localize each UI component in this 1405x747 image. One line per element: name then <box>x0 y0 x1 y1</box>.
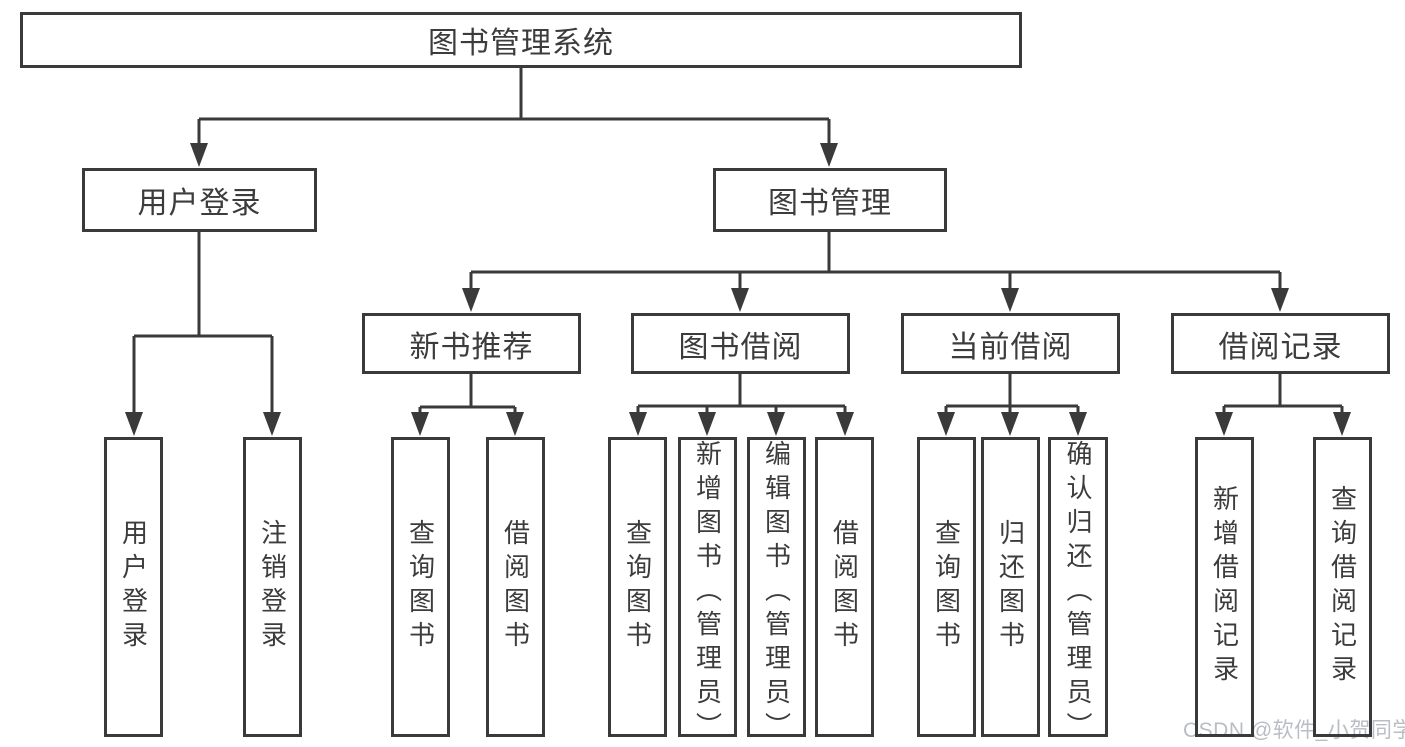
leaf-br-add-record: 新增借阅记录 <box>1195 437 1254 737</box>
node-book-borrow: 图书借阅 <box>631 313 850 374</box>
leaf-bb-borrow-books: 借阅图书 <box>815 437 874 737</box>
leaf-cb-query-books: 查询图书 <box>917 437 976 737</box>
leaf-user-login: 用户登录 <box>104 437 163 737</box>
leaf-nbr-borrow-books: 借阅图书 <box>486 437 545 737</box>
leaf-cb-confirm-return-admin: 确认归还（管理员） <box>1048 437 1108 746</box>
leaf-bb-query-books: 查询图书 <box>608 437 667 737</box>
node-library-management-system: 图书管理系统 <box>20 12 1022 68</box>
leaf-logout-login: 注销登录 <box>243 437 302 737</box>
csdn-watermark: CSDN @软件_小贺同学 <box>1183 719 1405 742</box>
node-user-login: 用户登录 <box>82 168 317 232</box>
node-new-book-recommend: 新书推荐 <box>362 313 581 374</box>
leaf-nbr-query-books: 查询图书 <box>391 437 450 737</box>
node-borrow-records: 借阅记录 <box>1171 313 1390 374</box>
node-book-management: 图书管理 <box>713 168 947 232</box>
leaf-bb-add-books-admin: 新增图书（管理员） <box>678 437 737 746</box>
node-current-borrow: 当前借阅 <box>901 313 1120 374</box>
leaf-bb-edit-books-admin: 编辑图书（管理员） <box>747 437 806 746</box>
leaf-br-query-record: 查询借阅记录 <box>1313 437 1372 737</box>
leaf-cb-return-books: 归还图书 <box>981 437 1040 737</box>
